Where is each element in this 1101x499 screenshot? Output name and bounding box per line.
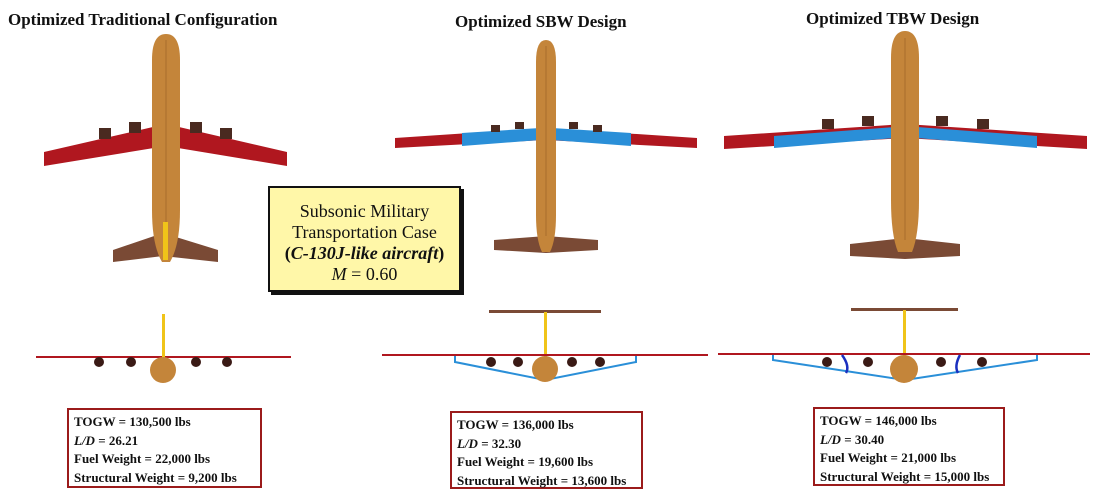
structural-weight-value: Structural Weight = 9,200 lbs (74, 469, 237, 485)
fuel-weight-value: Fuel Weight = 19,600 lbs (457, 454, 594, 469)
engine-icon (593, 125, 602, 132)
engine-icon (222, 357, 232, 367)
lift-to-drag-value: L/D = 30.40 (820, 431, 885, 447)
tbw-stats-box: TOGW = 146,000 lbs L/D = 30.40 Fuel Weig… (813, 407, 1005, 486)
tbw-strut (917, 127, 1037, 148)
engine-icon (822, 357, 832, 367)
structural-weight-value: Structural Weight = 13,600 lbs (457, 472, 627, 488)
togw-value: TOGW = 130,500 lbs (74, 414, 191, 429)
engine-icon (569, 122, 578, 129)
engine-icon (595, 357, 605, 367)
tbw-fuselage-front (890, 355, 918, 383)
traditional-stats-box: TOGW = 130,500 lbs L/D = 26.21 Fuel Weig… (67, 408, 262, 488)
sbw-stats-box: TOGW = 136,000 lbs L/D = 32.30 Fuel Weig… (450, 411, 643, 489)
engine-icon (126, 357, 136, 367)
engine-icon (190, 122, 202, 133)
engine-icon (977, 357, 987, 367)
sbw-strut (462, 128, 540, 146)
lift-to-drag-value: L/D = 26.21 (74, 432, 139, 448)
engine-icon (567, 357, 577, 367)
traditional-top-view (44, 34, 287, 262)
engine-icon (129, 122, 141, 133)
engine-icon (99, 128, 111, 139)
engine-icon (862, 116, 874, 126)
engine-icon (191, 357, 201, 367)
fuel-weight-value: Fuel Weight = 21,000 lbs (820, 450, 957, 465)
togw-value: TOGW = 146,000 lbs (820, 413, 937, 428)
engine-icon (863, 357, 873, 367)
togw-value: TOGW = 136,000 lbs (457, 417, 574, 432)
sbw-title: Optimized SBW Design (455, 12, 627, 31)
tbw-top-view (724, 31, 1087, 259)
tbw-title: Optimized TBW Design (806, 9, 980, 28)
fuel-weight-value: Fuel Weight = 22,000 lbs (74, 451, 211, 466)
engine-icon (515, 122, 524, 129)
case-line-3: (C-130J-like aircraft) (284, 243, 445, 263)
case-line-2: Transportation Case (292, 222, 437, 242)
case-description-box: Subsonic Military Transportation Case (C… (268, 186, 461, 292)
traditional-front-view (36, 314, 291, 383)
engine-icon (94, 357, 104, 367)
sbw-top-view (395, 40, 697, 253)
tbw-front-view (718, 308, 1090, 383)
tbw-strut (774, 127, 895, 148)
sbw-front-view (382, 310, 708, 382)
traditional-fuselage-front (150, 357, 176, 383)
lift-to-drag-value: L/D = 32.30 (457, 435, 522, 451)
engine-icon (936, 116, 948, 126)
engine-icon (513, 357, 523, 367)
engine-icon (936, 357, 946, 367)
engine-icon (486, 357, 496, 367)
engine-icon (977, 119, 989, 129)
traditional-vertical-tail (163, 222, 168, 260)
engine-icon (491, 125, 500, 132)
engine-icon (822, 119, 834, 129)
structural-weight-value: Structural Weight = 15,000 lbs (820, 468, 990, 484)
case-line-1: Subsonic Military (299, 201, 430, 221)
traditional-vertical-tail-front (162, 314, 165, 360)
traditional-title: Optimized Traditional Configuration (8, 10, 278, 29)
engine-icon (220, 128, 232, 139)
sbw-strut (552, 128, 631, 146)
case-mach: M = 0.60 (331, 264, 398, 284)
sbw-fuselage-front (532, 356, 558, 382)
